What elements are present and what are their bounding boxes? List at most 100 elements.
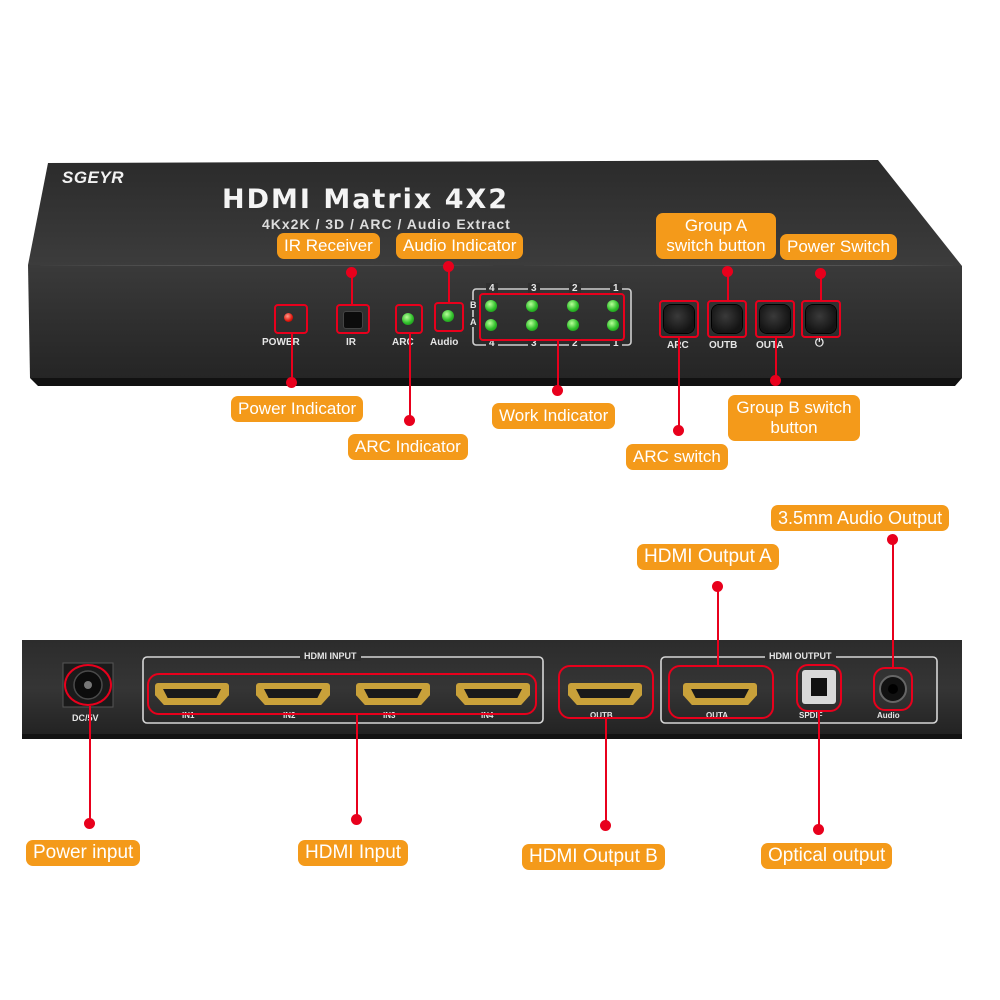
callout-audio-35: 3.5mm Audio Output: [771, 505, 950, 531]
hl-spdif: [796, 664, 842, 712]
audio-led: [442, 310, 454, 322]
work-num-bottom-3: 3: [528, 338, 540, 349]
work-led-a3: [526, 319, 538, 331]
hl-outa-btn: [755, 300, 795, 338]
in2-label: IN2: [283, 711, 296, 720]
hl-power-btn: [801, 300, 841, 338]
outb-button-label: OUTB: [709, 340, 738, 351]
hl-ir: [336, 304, 370, 334]
work-led-b4: [485, 300, 497, 312]
hdmi-input-frame-label: HDMI INPUT: [300, 651, 361, 661]
callout-hdmi-input: HDMI Input: [298, 840, 409, 866]
work-num-top-4: 4: [486, 283, 498, 294]
line-out-b: [605, 719, 607, 825]
outa-port-label: OUTA: [706, 711, 729, 720]
hdmi-in2-port: [256, 683, 330, 705]
work-led-a2: [567, 319, 579, 331]
hl-arc-led: [395, 304, 423, 334]
callout-work-indicator: Work Indicator: [492, 403, 616, 429]
work-row-a: A: [470, 317, 477, 327]
arc-switch-button[interactable]: [664, 305, 694, 333]
hl-work: [479, 293, 625, 341]
callout-arc-indicator: ARC Indicator: [348, 434, 468, 460]
dot-power-ind: [286, 377, 297, 388]
line-work: [557, 341, 559, 390]
dot-group-a: [722, 266, 733, 277]
power-led-label: POWER: [262, 337, 300, 348]
in4-label: IN4: [481, 711, 494, 720]
dot-arc-sw: [673, 425, 684, 436]
work-led-b2: [567, 300, 579, 312]
line-power-switch: [820, 273, 822, 300]
hdmi-outb-port: [568, 683, 642, 705]
work-num-bottom-1: 1: [610, 338, 622, 349]
power-switch-button[interactable]: [806, 305, 836, 333]
hl-arc-btn: [659, 300, 699, 338]
hdmi-output-frame-label: HDMI OUTPUT: [765, 651, 836, 661]
hdmi-in4-port: [456, 683, 530, 705]
line-audio: [448, 266, 450, 302]
spdif-label: SPDIF: [799, 711, 823, 720]
dot-arc-ind: [404, 415, 415, 426]
outa-button[interactable]: [760, 305, 790, 333]
hl-outb-btn: [707, 300, 747, 338]
dot-optical: [813, 824, 824, 835]
arc-led: [402, 313, 414, 325]
outb-button[interactable]: [712, 305, 742, 333]
product-title: HDMI Matrix 4X2: [222, 184, 510, 215]
line-arc-ind: [409, 334, 411, 420]
callout-group-b: Group B switch button: [728, 395, 860, 441]
line-group-b: [775, 338, 777, 380]
dot-hdmi-input: [351, 814, 362, 825]
hl-outa: [668, 665, 774, 719]
work-num-top-2: 2: [569, 283, 581, 294]
work-num-bottom-2: 2: [569, 338, 581, 349]
callout-ir-receiver: IR Receiver: [277, 233, 380, 259]
line-arc-sw: [678, 338, 680, 430]
callout-audio-indicator: Audio Indicator: [396, 233, 524, 259]
dot-out-a: [712, 581, 723, 592]
line-out-a: [717, 588, 719, 665]
dot-power-switch: [815, 268, 826, 279]
line-optical: [818, 712, 820, 828]
hl-audio-jack: [873, 667, 913, 711]
hl-audio-led: [434, 302, 464, 332]
line-power-input: [89, 706, 91, 824]
hl-power-led: [274, 304, 308, 334]
callout-power-input: Power input: [26, 840, 141, 866]
callout-arc-switch: ARC switch: [626, 444, 728, 470]
callout-hdmi-output-b: HDMI Output B: [522, 844, 665, 870]
dot-power-input: [84, 818, 95, 829]
work-led-a1: [607, 319, 619, 331]
line-audio35: [892, 541, 894, 667]
work-num-top-1: 1: [610, 283, 622, 294]
hdmi-in1-port: [155, 683, 229, 705]
in3-label: IN3: [383, 711, 396, 720]
callout-group-a: Group A switch button: [656, 213, 776, 259]
hdmi-in3-port: [356, 683, 430, 705]
work-num-bottom-4: 4: [486, 338, 498, 349]
ir-label: IR: [346, 337, 356, 348]
arc-led-label: ARC: [392, 337, 414, 348]
brand-logo: SGEYR: [62, 168, 125, 187]
arc-switch-label: ARC: [667, 340, 689, 351]
dot-group-b: [770, 375, 781, 386]
dot-out-b: [600, 820, 611, 831]
in1-label: IN1: [182, 711, 195, 720]
power-icon: ⏻: [815, 337, 824, 349]
hl-dc: [64, 664, 112, 706]
outa-button-label: OUTA: [756, 340, 784, 351]
line-hdmi-input: [356, 715, 358, 820]
dc-label: DC/5V: [72, 713, 99, 723]
dot-audio35: [887, 534, 898, 545]
line-ir: [351, 272, 353, 304]
callout-optical-output: Optical output: [761, 843, 893, 869]
hdmi-outa-port: [683, 683, 757, 705]
audio-port-label: Audio: [877, 711, 900, 720]
power-led: [284, 313, 293, 322]
work-led-b1: [607, 300, 619, 312]
line-group-a: [727, 271, 729, 300]
work-row-b: B: [470, 300, 477, 310]
ir-sensor: [343, 311, 363, 329]
callout-power-switch: Power Switch: [780, 234, 897, 260]
